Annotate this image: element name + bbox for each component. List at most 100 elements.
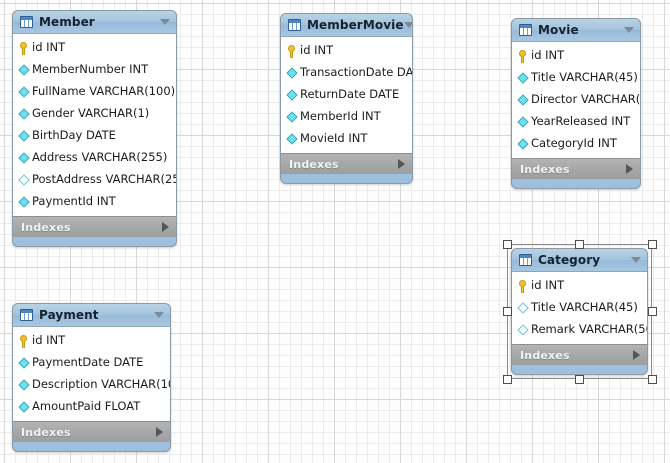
chevron-down-icon[interactable] (160, 19, 170, 25)
column-row[interactable]: Gender VARCHAR(1) (13, 103, 176, 125)
column-label: PostAddress VARCHAR(255) (32, 172, 177, 187)
column-label: BirthDay DATE (32, 128, 116, 143)
table-title: Member (39, 15, 95, 29)
diamond-icon (18, 379, 31, 392)
diamond-icon (286, 111, 299, 124)
indexes-label: Indexes (520, 162, 570, 176)
resize-handle-sw[interactable] (502, 374, 512, 384)
column-row[interactable]: id INT (512, 275, 647, 297)
column-label: Title VARCHAR(45) (531, 300, 638, 315)
table-header-member[interactable]: Member (13, 11, 176, 34)
column-label: Director VARCHAR(45) (531, 92, 641, 107)
column-row[interactable]: BirthDay DATE (13, 125, 176, 147)
column-row[interactable]: id INT (13, 37, 176, 59)
indexes-label: Indexes (21, 220, 71, 234)
column-row[interactable]: MemberId INT (281, 106, 412, 128)
column-label: MovieId INT (300, 131, 368, 146)
column-row[interactable]: Title VARCHAR(45) (512, 67, 640, 89)
key-icon (286, 44, 298, 58)
table-icon (519, 254, 532, 266)
table-title: Payment (39, 308, 99, 322)
column-row[interactable]: FullName VARCHAR(100) (13, 81, 176, 103)
column-label: Remark VARCHAR(500) (531, 322, 647, 337)
diamond-icon (517, 138, 530, 151)
column-row[interactable]: Remark VARCHAR(500) (512, 319, 647, 341)
chevron-down-icon[interactable] (631, 257, 641, 263)
table-node-category[interactable]: Category id INT Title VARCHAR(45) Remark VA… (511, 248, 648, 375)
table-footer (281, 174, 412, 183)
indexes-bar[interactable]: Indexes (512, 344, 647, 365)
column-label: id INT (300, 43, 334, 58)
indexes-bar[interactable]: Indexes (13, 216, 176, 237)
table-header-movie[interactable]: Movie (512, 19, 640, 42)
table-footer (512, 365, 647, 374)
chevron-right-icon[interactable] (162, 222, 169, 232)
column-label: MemberNumber INT (32, 62, 149, 77)
table-node-movie[interactable]: Movie id INT Title VARCHAR(45) Director VAR… (511, 18, 641, 189)
table-header-payment[interactable]: Payment (13, 304, 170, 327)
column-row[interactable]: ReturnDate DATE (281, 84, 412, 106)
column-row[interactable]: AmountPaid FLOAT (13, 396, 170, 418)
table-icon (288, 19, 301, 31)
column-row[interactable]: PaymentDate DATE (13, 352, 170, 374)
column-row[interactable]: MovieId INT (281, 128, 412, 150)
table-footer (13, 237, 176, 246)
table-node-membermovie[interactable]: MemberMovie id INT TransactionDate DATE Ret… (280, 13, 413, 184)
chevron-right-icon[interactable] (156, 427, 163, 437)
chevron-down-icon[interactable] (403, 22, 412, 28)
diamond-icon (18, 64, 31, 77)
column-row[interactable]: PaymentId INT (13, 191, 176, 213)
column-row[interactable]: id INT (512, 45, 640, 67)
column-row[interactable]: YearReleased INT (512, 111, 640, 133)
column-row[interactable]: CategoryId INT (512, 133, 640, 155)
diamond-icon (18, 130, 31, 143)
table-columns: id INT MemberNumber INT FullName VARCHAR(1… (13, 34, 176, 216)
column-row[interactable]: Description VARCHAR(100) (13, 374, 170, 396)
diamond-icon (517, 116, 530, 129)
chevron-down-icon[interactable] (154, 312, 164, 318)
column-row[interactable]: Director VARCHAR(45) (512, 89, 640, 111)
key-icon (18, 334, 30, 348)
table-icon (519, 24, 532, 36)
table-icon (20, 309, 33, 321)
chevron-right-icon[interactable] (398, 159, 405, 169)
indexes-bar[interactable]: Indexes (512, 158, 640, 179)
column-label: Gender VARCHAR(1) (32, 106, 150, 121)
column-label: PaymentId INT (32, 194, 116, 209)
column-row[interactable]: id INT (281, 40, 412, 62)
column-label: YearReleased INT (531, 114, 631, 129)
diamond-icon (18, 108, 31, 121)
column-row[interactable]: PostAddress VARCHAR(255) (13, 169, 176, 191)
column-row[interactable]: id INT (13, 330, 170, 352)
indexes-bar[interactable]: Indexes (13, 421, 170, 442)
column-row[interactable]: Title VARCHAR(45) (512, 297, 647, 319)
resize-handle-s[interactable] (575, 374, 584, 384)
resize-handle-e[interactable] (647, 307, 657, 316)
column-label: TransactionDate DATE (300, 65, 413, 80)
chevron-down-icon[interactable] (624, 27, 634, 33)
resize-handle-n[interactable] (575, 239, 584, 249)
selection-frame (507, 244, 652, 379)
chevron-right-icon[interactable] (633, 350, 640, 360)
table-columns: id INT Title VARCHAR(45) Remark VARCHAR(50… (512, 272, 647, 344)
column-row[interactable]: Address VARCHAR(255) (13, 147, 176, 169)
column-label: Description VARCHAR(100) (32, 377, 170, 392)
column-row[interactable]: MemberNumber INT (13, 59, 176, 81)
column-row[interactable]: TransactionDate DATE (281, 62, 412, 84)
table-header-membermovie[interactable]: MemberMovie (281, 14, 412, 37)
diamond-icon (517, 72, 530, 85)
chevron-right-icon[interactable] (626, 164, 633, 174)
column-label: CategoryId INT (531, 136, 617, 151)
resize-handle-nw[interactable] (502, 239, 512, 249)
indexes-bar[interactable]: Indexes (281, 153, 412, 174)
resize-handle-se[interactable] (647, 374, 657, 384)
diamond-icon (286, 67, 299, 80)
resize-handle-ne[interactable] (647, 239, 657, 249)
column-label: Title VARCHAR(45) (531, 70, 638, 85)
table-header-category[interactable]: Category (512, 249, 647, 272)
resize-handle-w[interactable] (502, 307, 512, 316)
key-icon (18, 41, 30, 55)
table-node-member[interactable]: Member id INT MemberNumber INT FullName VAR… (12, 10, 177, 247)
